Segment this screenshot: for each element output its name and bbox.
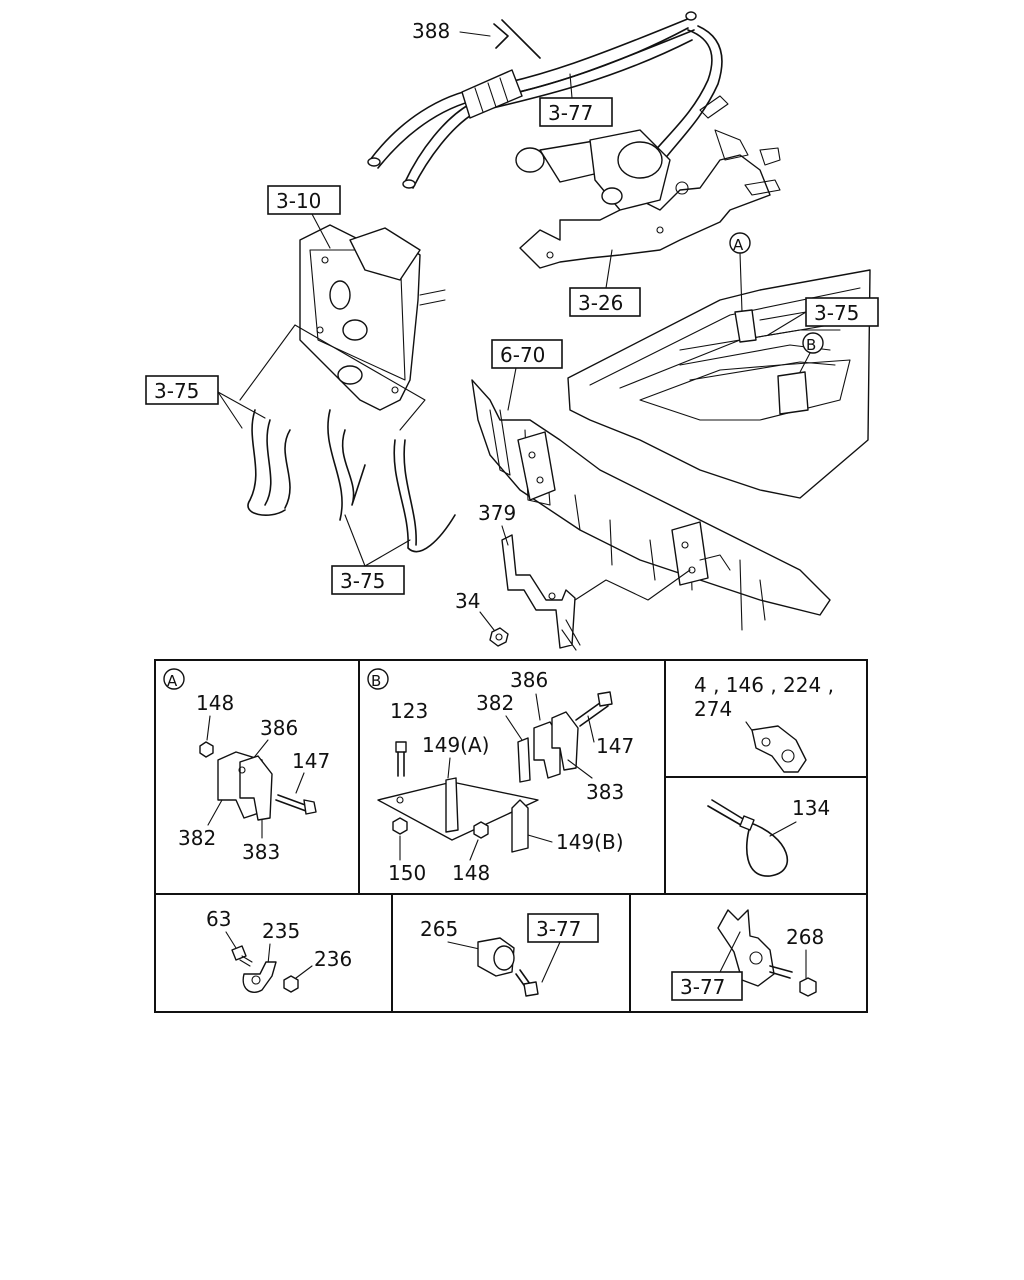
- svg-text:3-75: 3-75: [814, 301, 859, 325]
- label-3-10: 3-10: [267, 185, 341, 249]
- clamp-b-marker: B: [777, 332, 824, 415]
- svg-text:3-77: 3-77: [536, 917, 581, 941]
- svg-text:382: 382: [476, 691, 514, 715]
- pump-bracket: [515, 95, 781, 269]
- svg-text:150: 150: [388, 861, 426, 885]
- svg-text:149(A): 149(A): [422, 733, 489, 757]
- svg-text:265: 265: [420, 917, 458, 941]
- svg-text:3-77: 3-77: [548, 101, 593, 125]
- svg-text:236: 236: [314, 947, 352, 971]
- svg-text:274: 274: [694, 697, 732, 721]
- panel-63-235-236: 63 235 236: [206, 907, 352, 993]
- detail-panels-grid: [154, 659, 868, 1013]
- svg-text:3-10: 3-10: [276, 189, 321, 213]
- svg-text:148: 148: [452, 861, 490, 885]
- svg-text:386: 386: [260, 716, 298, 740]
- svg-text:34: 34: [455, 589, 480, 613]
- svg-text:134: 134: [792, 796, 830, 820]
- svg-text:3-75: 3-75: [340, 569, 385, 593]
- svg-text:268: 268: [786, 925, 824, 949]
- hoses-3-75: [239, 324, 456, 553]
- svg-text:123: 123: [390, 699, 428, 723]
- svg-text:B: B: [806, 336, 816, 354]
- svg-text:379: 379: [478, 501, 516, 525]
- frame-crossmember: [471, 379, 831, 631]
- svg-text:3-77: 3-77: [680, 975, 725, 999]
- clamp-a-marker: A: [729, 232, 757, 343]
- label-3-26: 3-26: [569, 249, 641, 317]
- label-6-70: 6-70: [491, 339, 563, 411]
- svg-text:147: 147: [292, 749, 330, 773]
- svg-text:A: A: [733, 236, 744, 254]
- svg-text:386: 386: [510, 668, 548, 692]
- svg-text:3-75: 3-75: [154, 379, 199, 403]
- panel-268: 3-77 268: [671, 909, 824, 1001]
- panel-clip: 4 , 146 , 224 , 274: [694, 673, 834, 773]
- label-3-75-bottom: 3-75: [331, 514, 411, 595]
- brake-valve-assembly: [299, 224, 446, 411]
- svg-text:B: B: [371, 672, 381, 690]
- label-379: 379: [478, 501, 516, 546]
- svg-text:388: 388: [412, 19, 450, 43]
- svg-text:148: 148: [196, 691, 234, 715]
- nut-34: 34: [455, 589, 509, 647]
- svg-text:A: A: [167, 672, 178, 690]
- svg-text:382: 382: [178, 826, 216, 850]
- svg-text:4 , 146 , 224 ,: 4 , 146 , 224 ,: [694, 673, 834, 697]
- svg-text:383: 383: [242, 840, 280, 864]
- bracket-379: [501, 534, 691, 651]
- svg-text:3-26: 3-26: [578, 291, 623, 315]
- panel-b: B 386 382 123 149(A) 147 383 149(B) 150 …: [367, 668, 634, 885]
- svg-text:383: 383: [586, 780, 624, 804]
- label-3-75-right: 3-75: [759, 297, 879, 336]
- panel-a: A 148 386 147 382 383: [163, 668, 330, 864]
- svg-text:63: 63: [206, 907, 231, 931]
- label-3-75-left: 3-75: [145, 375, 266, 429]
- svg-text:149(B): 149(B): [556, 830, 624, 854]
- svg-text:6-70: 6-70: [500, 343, 545, 367]
- label-388: 388: [412, 19, 541, 59]
- label-3-77-top: 3-77: [539, 73, 613, 127]
- panel-265: 265 3-77: [420, 913, 599, 997]
- hose-assembly: [367, 11, 723, 189]
- panel-tie: 134: [707, 796, 830, 877]
- svg-text:235: 235: [262, 919, 300, 943]
- svg-text:147: 147: [596, 734, 634, 758]
